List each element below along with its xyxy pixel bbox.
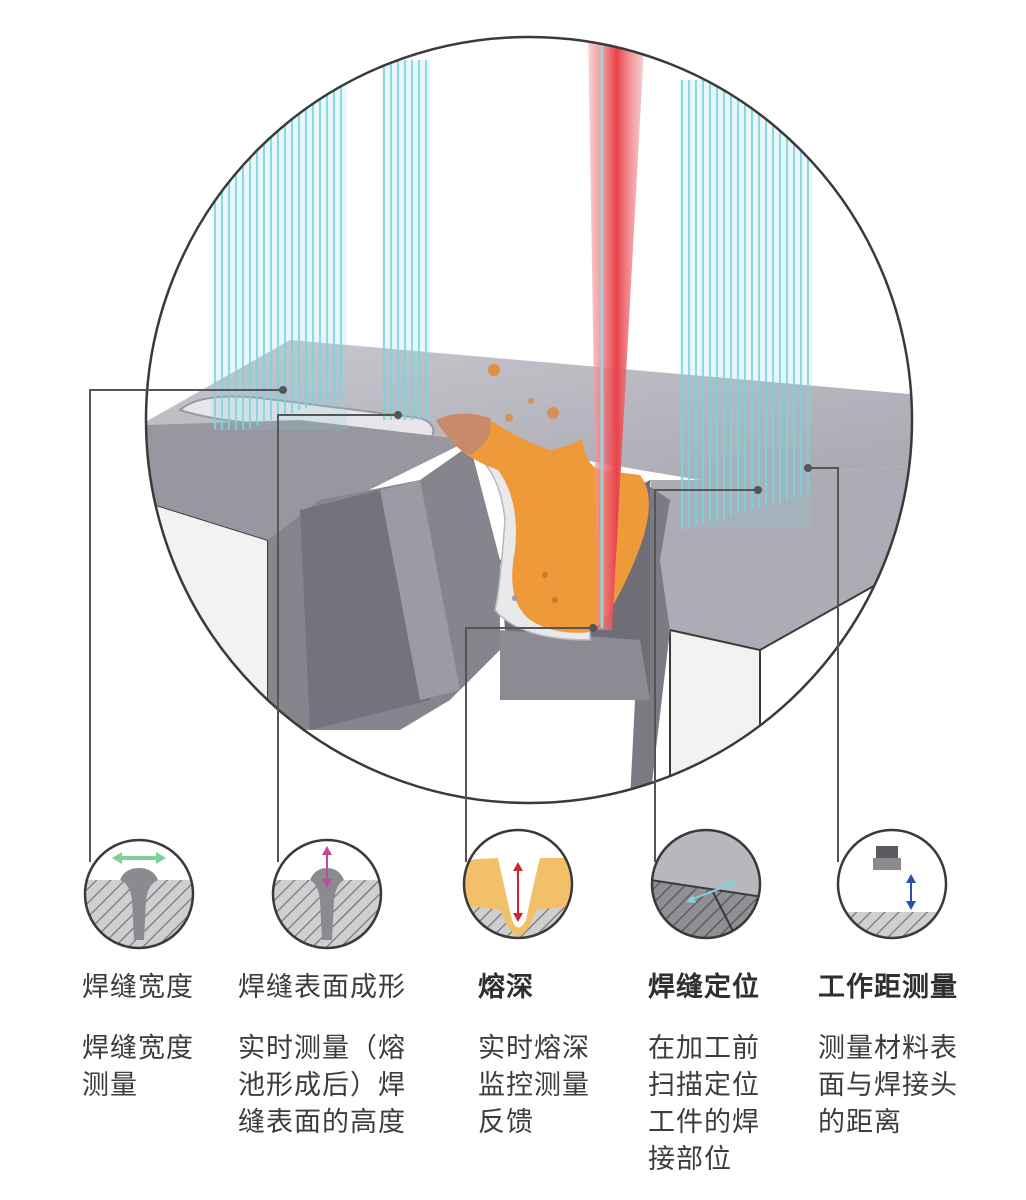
feature-desc-weld-surface: 实时测量（熔 池形成后）焊 缝表面的高度 [238,1033,406,1138]
left-block-front [146,498,269,801]
leader-lines [89,389,839,862]
spatter-droplet [488,364,500,376]
feature-desc-penetration: 实时熔深 监控测量 反馈 [478,1033,590,1138]
working-distance-icon [836,828,948,940]
scene-content [146,37,912,803]
feature-title-weld-width: 焊缝宽度 [82,972,194,1003]
penetration-depth-icon [462,828,574,940]
feature-title-penetration: 熔深 [478,972,534,1003]
feature-title-weld-surface: 焊缝表面成形 [238,972,406,1003]
weld-width-icon [83,838,195,950]
measurement-beam-bundle [383,60,427,420]
feature-desc-weld-width: 焊缝宽度 测量 [82,1033,194,1101]
spatter-droplet [547,407,559,419]
seam-positioning-icon [650,828,762,940]
feature-title-seam-positioning: 焊缝定位 [648,972,760,1003]
feature-title-working-distance: 工作距测量 [818,972,958,1003]
feature-desc-seam-positioning: 在加工前 扫描定位 工件的焊 接部位 [648,1033,760,1175]
spatter-droplet [505,414,513,422]
weld-surface-icon [271,838,383,950]
right-block-front [669,628,761,801]
scene-circle-frame [144,35,914,805]
spatter-droplet [528,398,534,404]
feature-desc-working-distance: 测量材料表 面与焊接头 的距离 [818,1033,958,1138]
